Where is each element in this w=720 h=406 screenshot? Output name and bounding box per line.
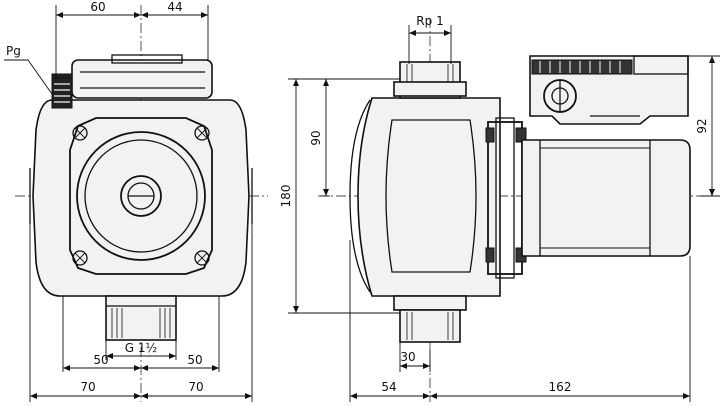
dim-label-70-left: 70 [80,380,95,394]
dim-label-70-right: 70 [188,380,203,394]
front-view: 60 44 Pg G 1½ 50 50 70 70 [4,0,268,402]
front-bottom-port [105,295,177,341]
pump-volute [385,119,477,273]
top-port-hatch [406,64,454,82]
pump-flange-plate [69,117,213,275]
pump-head-cover [76,131,206,261]
pump-head-inner-ring [84,139,198,253]
terminal-box-cap [633,55,689,75]
dim-label-54: 54 [381,380,396,394]
flange-bolts [72,125,210,266]
terminal-box-lid [111,54,183,64]
dim-label-44: 44 [167,0,182,14]
vent-screw-outer [120,175,162,217]
side-bottom-port [399,309,461,343]
flange-bolt-bottom-left [485,247,495,263]
dim-label-90: 90 [309,130,323,145]
dim-label-180: 180 [279,185,293,208]
terminal-box-grip [531,59,633,75]
pump-body-side [357,97,501,297]
dim-label-162: 162 [549,380,572,394]
dim-label-60: 60 [90,0,105,14]
front-port-thread-hatch [111,308,171,338]
flange-bolt-top-left [485,127,495,143]
g-thread-label: G 1½ [125,341,157,355]
side-bottom-port-nut [393,295,467,311]
side-top-port-nut [393,81,467,97]
dim-label-50-right: 50 [187,353,202,367]
terminal-box [71,59,213,99]
cable-gland [51,73,73,109]
flange-bolt-top [515,127,527,143]
pg-label: Pg [6,44,21,58]
side-cover-curve [349,99,371,293]
side-view: Rp 1 180 90 92 30 54 162 [279,14,720,402]
motor-housing-outline [32,99,250,297]
side-flange-inner [495,117,515,279]
motor-body-side [521,139,691,257]
rp-label: Rp 1 [416,14,443,28]
bottom-port-hatch [406,312,454,340]
dim-label-92: 92 [695,118,709,133]
dim-label-50-left: 50 [93,353,108,367]
pg-leader-line [4,59,53,95]
terminal-box-ribs [539,61,621,73]
dim-label-30: 30 [400,350,415,364]
